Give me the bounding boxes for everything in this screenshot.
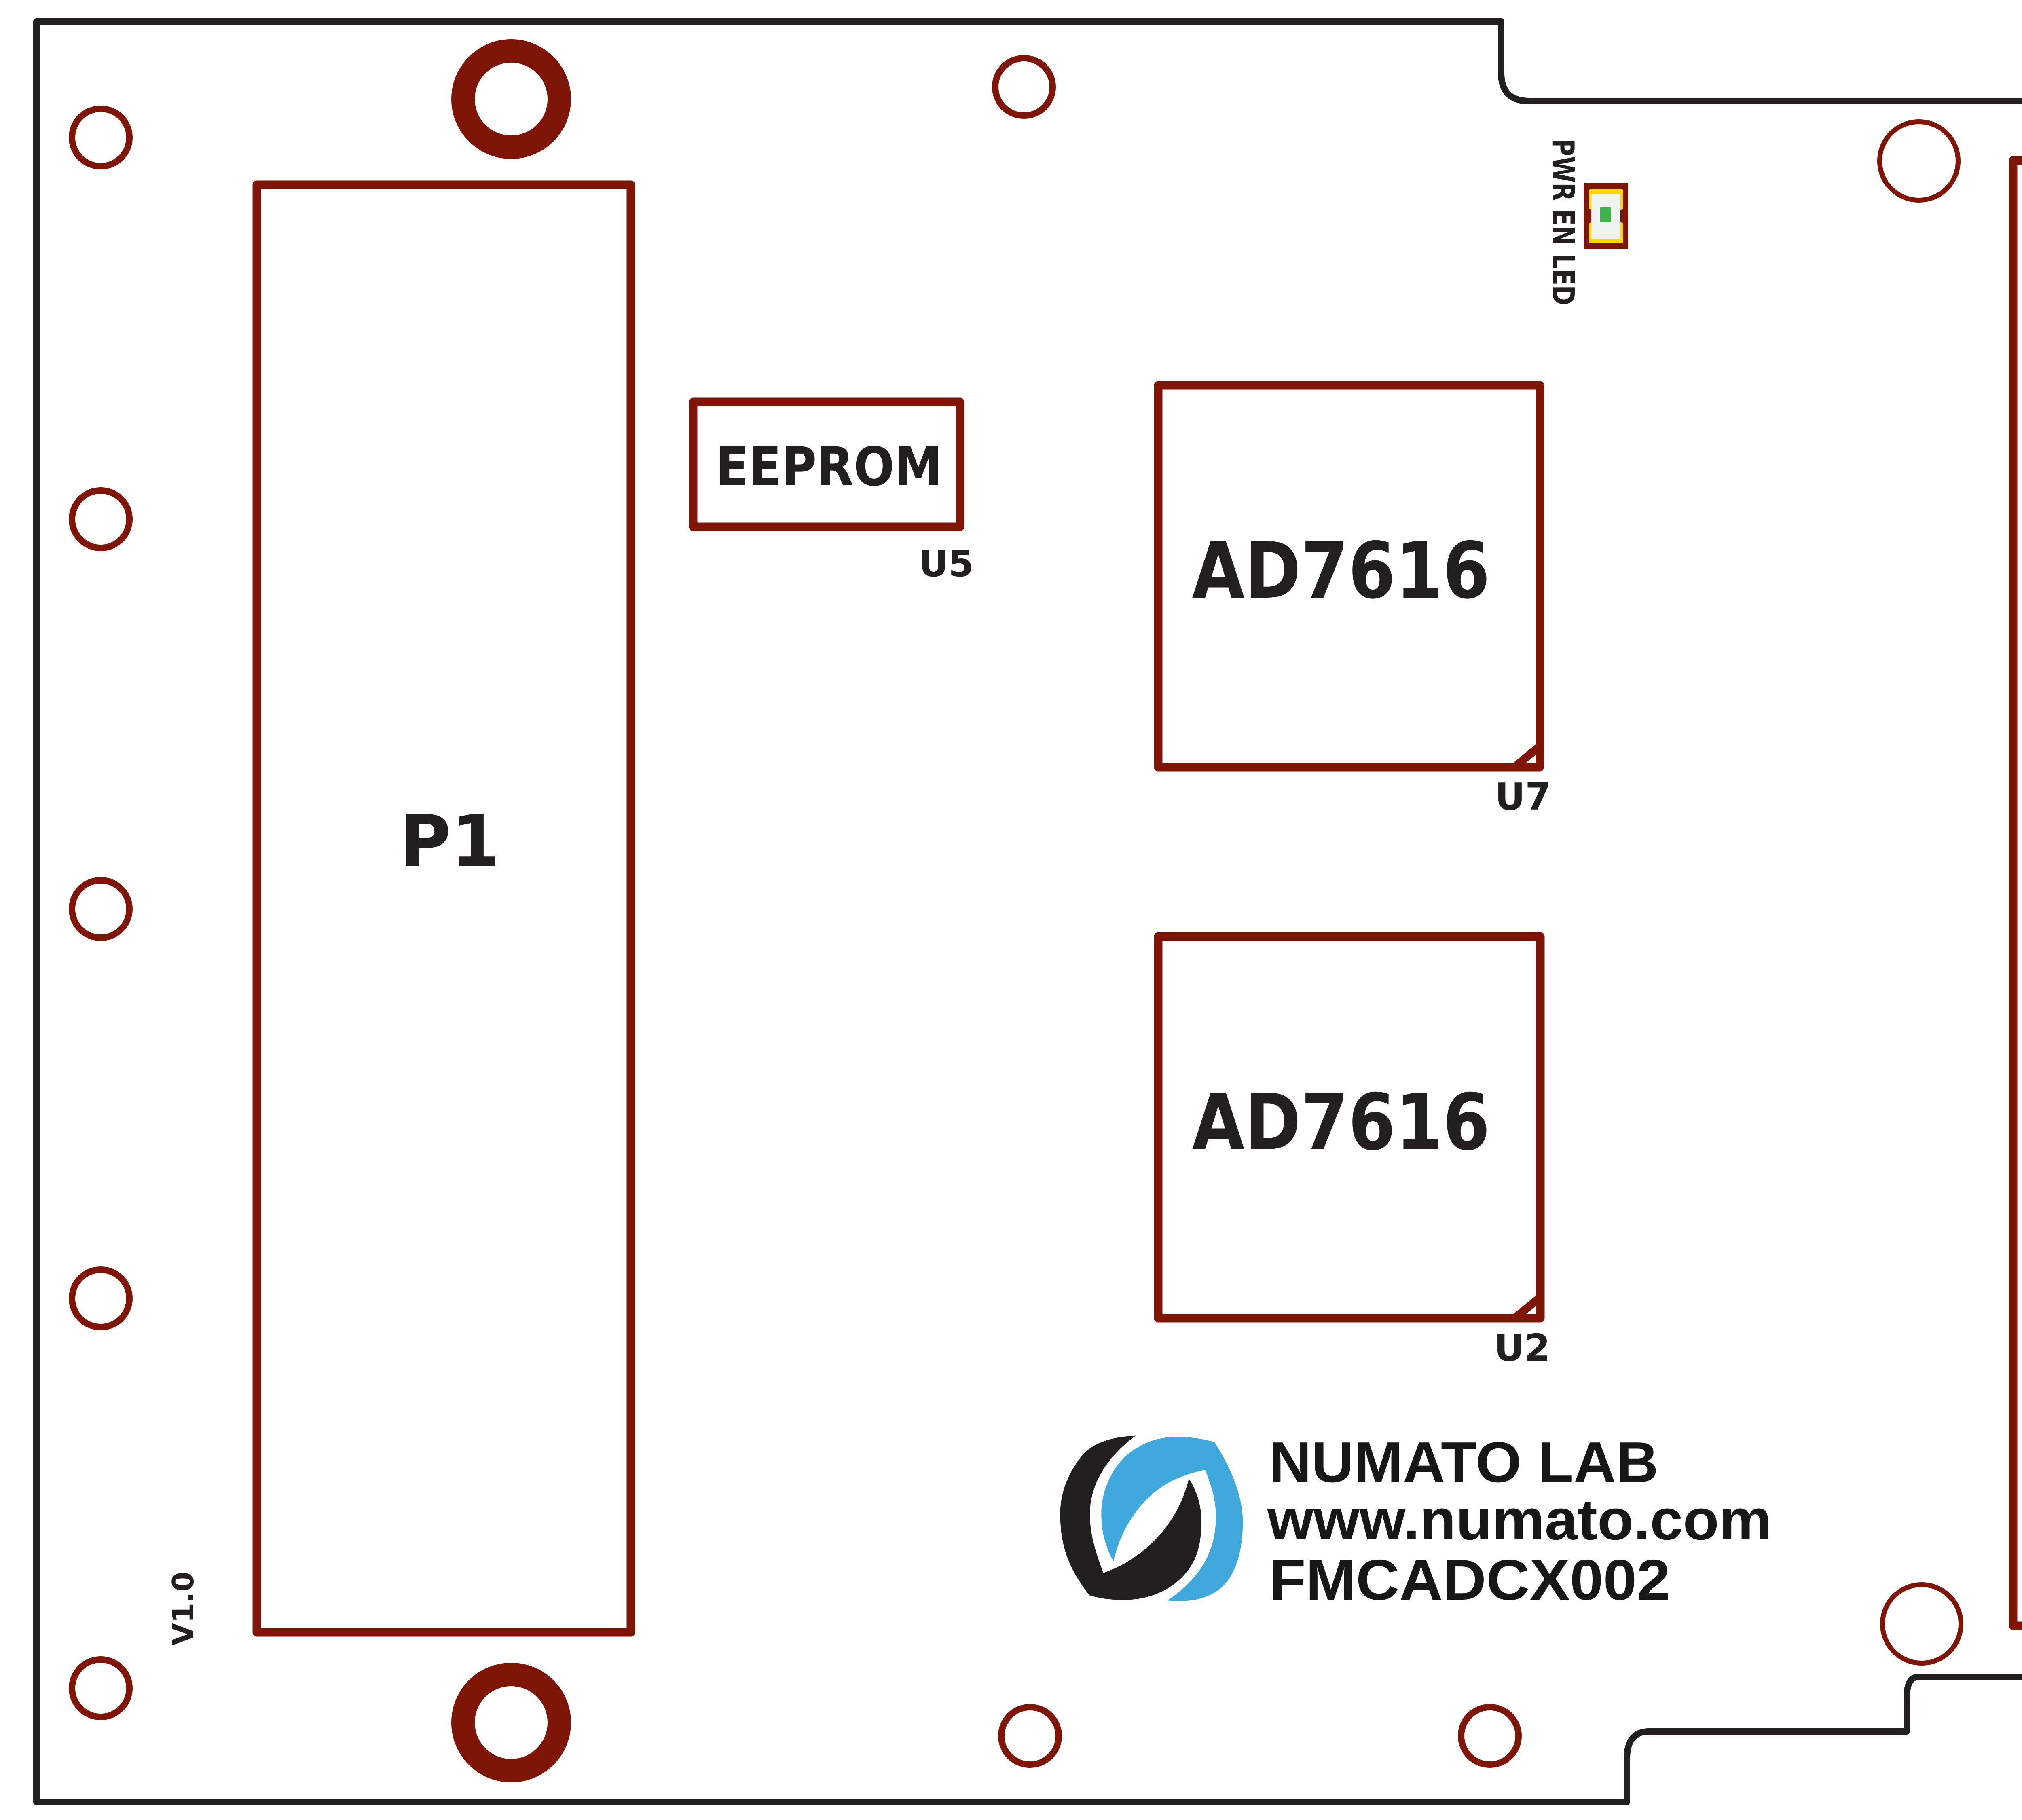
- company-name: NUMATO LAB: [1269, 1430, 1658, 1494]
- mounting-hole: [69, 1656, 133, 1720]
- p2-connector-outline: [2009, 156, 2022, 1630]
- website-url: www.numato.com: [1267, 1488, 1772, 1552]
- logo-blue-shape: [1101, 1437, 1243, 1601]
- eeprom-outline: [689, 397, 964, 531]
- mounting-hole: [1880, 1582, 1963, 1666]
- led-label: PWR EN LED: [1546, 139, 1580, 305]
- adc-u2-outline: [1154, 932, 1545, 1323]
- eeprom-label: EEPROM: [716, 436, 942, 498]
- mounting-hole: [1458, 1704, 1522, 1768]
- mounting-hole: [992, 55, 1056, 119]
- u5-designator: U5: [919, 543, 974, 585]
- product-name: FMCADCX002: [1269, 1548, 1670, 1612]
- large-mounting-hole: [451, 39, 571, 159]
- p1-label: P1: [399, 801, 500, 883]
- u7-designator: U7: [1495, 775, 1551, 818]
- logo-dark-shape: [1060, 1435, 1201, 1600]
- mounting-hole: [69, 106, 133, 169]
- adc-u7-outline: [1154, 381, 1544, 772]
- led-indicator: [1600, 207, 1611, 222]
- u2-designator: U2: [1494, 1326, 1550, 1370]
- p1-connector-outline: [252, 180, 635, 1637]
- large-mounting-hole: [451, 1663, 571, 1782]
- mounting-hole: [69, 1266, 133, 1330]
- mounting-hole: [69, 877, 133, 941]
- adc-u2-label: AD7616: [1192, 1078, 1490, 1168]
- mounting-hole: [1877, 119, 1961, 203]
- mounting-hole: [998, 1704, 1062, 1768]
- pin1-marker: [1512, 743, 1543, 770]
- numato-logo-icon: [1060, 1435, 1243, 1601]
- board-outline: [33, 18, 2022, 1805]
- pin1-marker: [1512, 1294, 1543, 1321]
- version-label: V1.0: [166, 1571, 200, 1645]
- mounting-hole: [69, 487, 133, 551]
- adc-u7-label: AD7616: [1192, 526, 1490, 616]
- power-led: [1584, 183, 1628, 249]
